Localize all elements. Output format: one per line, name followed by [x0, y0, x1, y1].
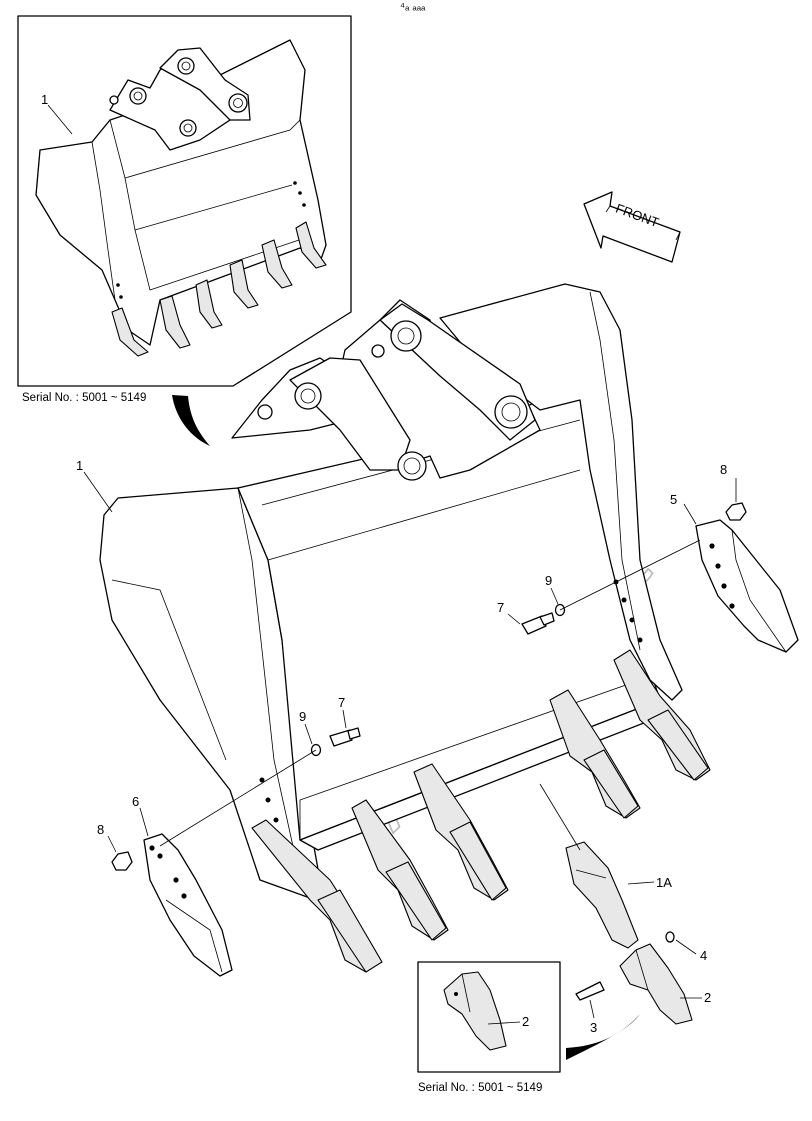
callout-5: 5	[670, 492, 677, 507]
top-inset: 1 Serial No. : 5001 ~ 5149	[17, 15, 352, 446]
bolt-right	[521, 615, 547, 635]
callout-8-right: 8	[720, 462, 727, 477]
bolt-left	[329, 729, 353, 747]
callout-4: 4	[700, 948, 707, 963]
bucket-right-side	[439, 283, 683, 701]
bottom-inset: Serial No. : 5001 ~ 5149	[417, 961, 640, 1094]
callout-main-1: 1	[76, 458, 83, 473]
top-pointer-arrow	[172, 395, 210, 446]
bottom-inset-frame	[417, 961, 561, 1073]
callout-8-left: 8	[97, 822, 104, 837]
nut-right	[725, 502, 747, 521]
side-plate-holes	[259, 579, 643, 843]
nut-left	[111, 851, 133, 871]
side-cutter-left	[143, 833, 233, 977]
serial-range-bottom: Serial No. : 5001 ~ 5149	[418, 1082, 542, 1094]
callout-3: 3	[590, 1020, 597, 1035]
callout-7-left: 7	[338, 695, 345, 710]
callouts: 1 1A 2 2 3 4 5 6 7 7 8 8 9 9	[76, 458, 737, 1035]
bucket-teeth	[251, 649, 711, 973]
front-arrow-icon: FRONT	[583, 191, 681, 263]
pin	[575, 981, 605, 1001]
header-mark: ⁴ₐ ₐₐₐ	[400, 1, 426, 13]
inset-tooth	[443, 971, 507, 1051]
callout-2: 2	[704, 990, 711, 1005]
inset-callout-1: 1	[41, 92, 73, 135]
main-bucket	[99, 283, 711, 973]
hardware	[111, 502, 747, 871]
bucket-tooth	[619, 943, 693, 1025]
serial-range-top: Serial No. : 5001 ~ 5149	[22, 392, 146, 404]
side-cutter-right	[695, 519, 799, 653]
callout-6: 6	[132, 794, 139, 809]
callout-7-right: 7	[497, 600, 504, 615]
tooth-assembly	[575, 931, 693, 1025]
callout-9-left: 9	[299, 709, 306, 724]
callout-9-right: 9	[545, 573, 552, 588]
top-inset-frame	[17, 15, 352, 387]
bottom-pointer-arrow	[566, 1014, 640, 1060]
svg-text:1: 1	[41, 92, 48, 107]
callout-inset-2: 2	[522, 1014, 529, 1029]
retainer	[665, 931, 675, 943]
inset-bucket-drawing	[35, 39, 327, 357]
callout-1A: 1A	[656, 875, 672, 890]
adapter-1A	[539, 783, 639, 949]
